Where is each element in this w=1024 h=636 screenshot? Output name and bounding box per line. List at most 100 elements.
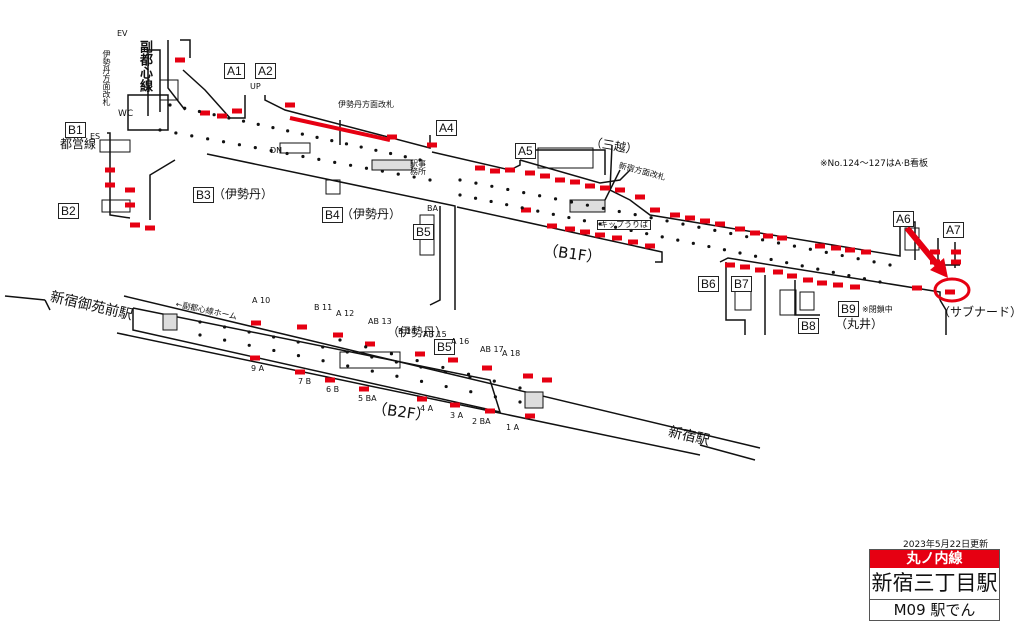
car-marker [580,229,590,235]
car-position-bottom: 3 A [450,411,464,420]
car-marker [650,207,660,213]
pillar-dot [722,248,727,252]
wc-label: WC [118,109,134,119]
pillar-dot [174,131,178,135]
pillar-dot [271,126,275,130]
pillar-dot [370,355,374,359]
pillar-dot [247,343,251,347]
pillar-dot [878,280,882,284]
car-marker [787,273,797,279]
pillar-dot [222,325,227,329]
car-position-bottom: 9 A [251,364,265,373]
isetan-side-gate-label: 伊勢丹方面改札 [102,50,111,106]
pillar-dot [237,143,242,147]
isetan-gate-label: 伊勢丹方面改札 [338,100,394,109]
car-marker [803,277,813,283]
car-marker [525,413,535,419]
pillar-dot [301,154,305,159]
car-marker [521,207,531,213]
car-marker [145,225,155,231]
exit-b8: B8 [798,318,819,334]
pillar-dot [300,132,304,136]
car-marker [333,332,343,338]
car-marker [930,249,940,255]
car-marker [525,170,535,176]
pillar-dot [649,216,653,220]
pillar-dot [490,184,494,188]
car-marker [755,267,765,273]
pillar-dot [468,375,472,379]
car-marker [415,351,425,357]
pillar-dot [419,365,423,369]
car-marker [482,365,492,371]
car-position-top: AB 17 [480,345,504,354]
car-marker [125,187,135,193]
car-marker [715,221,725,227]
pillar-dot [729,231,733,236]
pillar-dot [333,160,337,164]
pillar-dot [697,225,701,229]
car-marker [700,218,710,224]
pillar-dot [317,157,321,162]
car-marker [232,108,242,114]
pillar-dot [816,267,820,271]
car-marker [555,177,565,183]
pillar-dot [831,270,835,274]
pillar-dot [840,253,844,258]
pillar-dot [660,235,664,239]
car-marker [600,185,610,191]
car-position-bottom: 6 B [326,385,340,394]
car-marker [628,239,638,245]
car-marker [387,134,397,140]
car-position-top: B 11 [314,303,333,312]
pillar-dot [713,228,717,232]
car-marker [450,402,460,408]
car-marker [547,223,557,229]
b4-isetan-label: （伊勢丹） [341,207,402,221]
pillar-dot [388,151,393,156]
pillar-dot [538,194,542,198]
car-marker [295,369,305,375]
pillar-dot [676,238,680,242]
pillar-dot [428,178,432,182]
pillar-dot [285,151,289,156]
pillar-dot [206,137,210,141]
pillar-dot [183,106,187,110]
car-marker [200,110,210,116]
dn-label: DN [270,146,283,155]
pillar-dot [212,113,216,117]
pillar-dot [753,254,758,258]
pillar-dot [364,345,368,349]
closed-note: ※閉鎖中 [862,305,893,314]
car-marker [615,187,625,193]
exit-b4: B4 [322,207,343,223]
pillar-dot [518,386,522,390]
pillar-dot [567,215,571,220]
car-marker [831,245,841,251]
pillar-dot [617,209,621,214]
car-position-top: A 16 [451,337,470,346]
pillar-dot [745,235,749,239]
pillar-dot [872,260,876,264]
pillar-dot [522,190,526,195]
sign-note: ※No.124～127はA·B看板 [820,159,929,169]
exit-b6: B6 [698,276,719,292]
exit-b7: B7 [731,276,752,292]
pillar-dot [847,273,851,278]
car-marker [505,167,515,173]
pillar-dot [800,264,804,268]
pillar-dot [227,116,231,120]
ev-label: EV [117,29,128,38]
pillar-dot [348,163,353,167]
pillar-dot [364,166,369,170]
car-marker [763,233,773,239]
car-position-bottom: 2 BA [472,417,491,426]
car-marker [585,183,595,189]
pillar-dot [272,335,276,339]
pillar-dot [458,178,462,182]
pillar-dot [395,374,399,378]
car-marker [540,173,550,179]
pillar-dot [321,359,325,363]
pillar-dot [344,142,349,146]
car-marker [175,57,185,63]
